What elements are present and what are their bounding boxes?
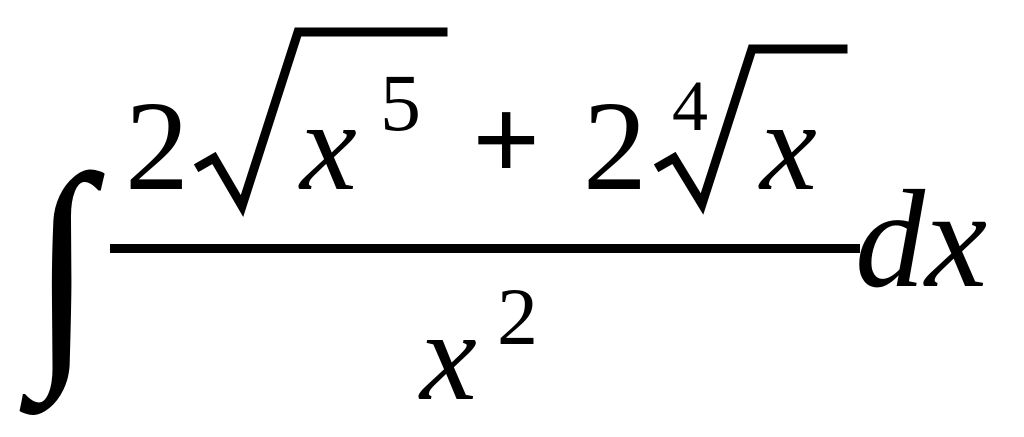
term2-coefficient: 2 <box>583 75 647 217</box>
plus-operator: + <box>472 73 541 206</box>
differential-dx: dx <box>855 162 988 317</box>
term1-coefficient: 2 <box>125 75 189 217</box>
term2-radicand-base: x <box>760 75 817 217</box>
square-root-sign <box>193 27 448 217</box>
integral-sign: ∫ <box>31 126 94 403</box>
fourth-root-sign <box>653 44 848 215</box>
denominator-exponent: 2 <box>497 271 538 362</box>
term1-radicand-base: x <box>300 75 357 217</box>
denominator-base: x <box>420 285 477 427</box>
term2-root-index: 4 <box>672 66 708 146</box>
fraction-bar <box>110 244 860 253</box>
term1-radicand-exponent: 5 <box>380 57 421 148</box>
